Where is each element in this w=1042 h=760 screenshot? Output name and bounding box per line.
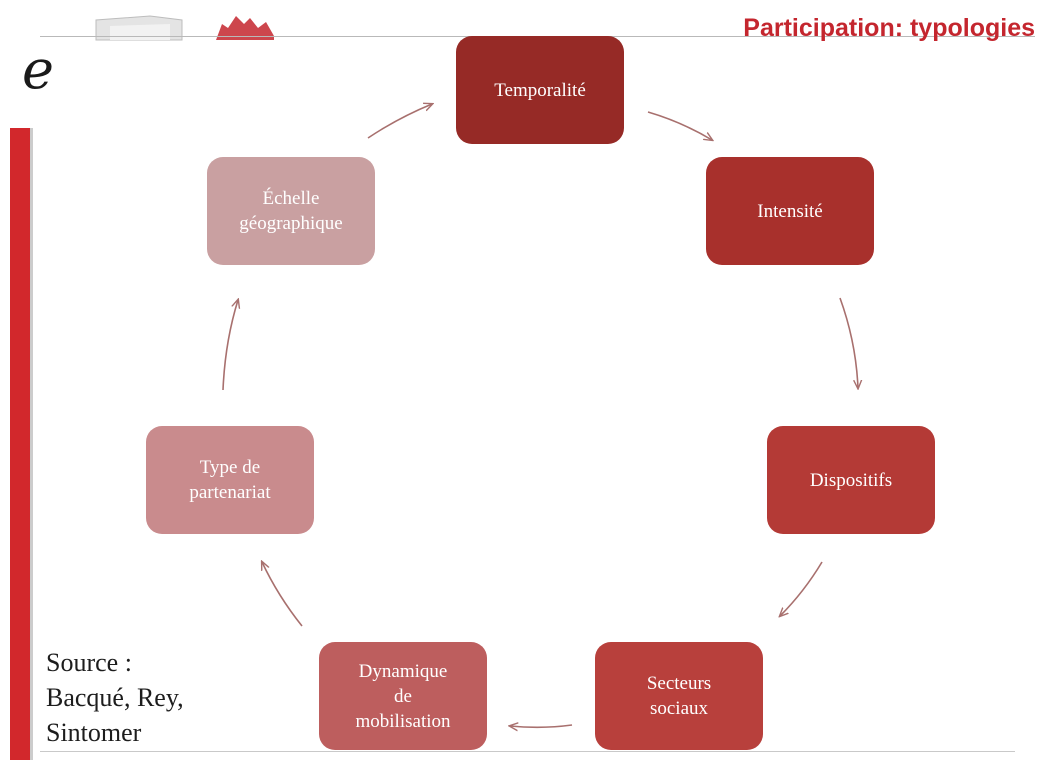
arrow-intensite-dispositifs (839, 297, 858, 388)
node-temporalite: Temporalité (456, 36, 624, 144)
footer-rule (40, 751, 1015, 752)
node-dynamique-mobilisation-text: Dynamique de mobilisation (355, 660, 451, 732)
source-line: Bacqué, Rey, (46, 683, 184, 712)
accent-sidebar (10, 128, 30, 760)
source-line: Source : (46, 648, 132, 677)
node-type-partenariat: Type de partenariat (146, 426, 314, 534)
node-echelle-geographique: Échelle géographique (207, 157, 375, 265)
accent-sidebar-shadow (30, 128, 33, 760)
source-line: Sintomer (46, 718, 142, 747)
arrow-temporalite-intensite (647, 111, 712, 140)
arrow-type-echelle (222, 300, 238, 391)
node-dispositifs-text: Dispositifs (809, 469, 893, 491)
arrow-dynamique-type (262, 562, 303, 627)
node-echelle-geographique-text: Échelle géographique (239, 188, 343, 234)
node-type-partenariat-text: Type de partenariat (189, 457, 271, 503)
logo-letter: e (22, 38, 54, 101)
arrow-dispositifs-secteurs (780, 561, 823, 616)
source-citation: Source : Bacqué, Rey, Sintomer (46, 645, 184, 750)
node-secteurs-sociaux-text: Secteurs sociaux (646, 673, 712, 719)
node-dispositifs: Dispositifs (767, 426, 935, 534)
node-secteurs-sociaux: Secteurs sociaux (595, 642, 763, 750)
node-intensite: Intensité (706, 157, 874, 265)
page-title: Participation: typologies (743, 14, 1035, 42)
arrow-secteurs-dynamique (510, 725, 573, 727)
node-intensite-text: Intensité (757, 200, 823, 222)
node-dynamique-mobilisation: Dynamique de mobilisation (319, 642, 487, 750)
arrow-echelle-temporalite (367, 104, 432, 139)
node-temporalite-text: Temporalité (494, 79, 586, 101)
